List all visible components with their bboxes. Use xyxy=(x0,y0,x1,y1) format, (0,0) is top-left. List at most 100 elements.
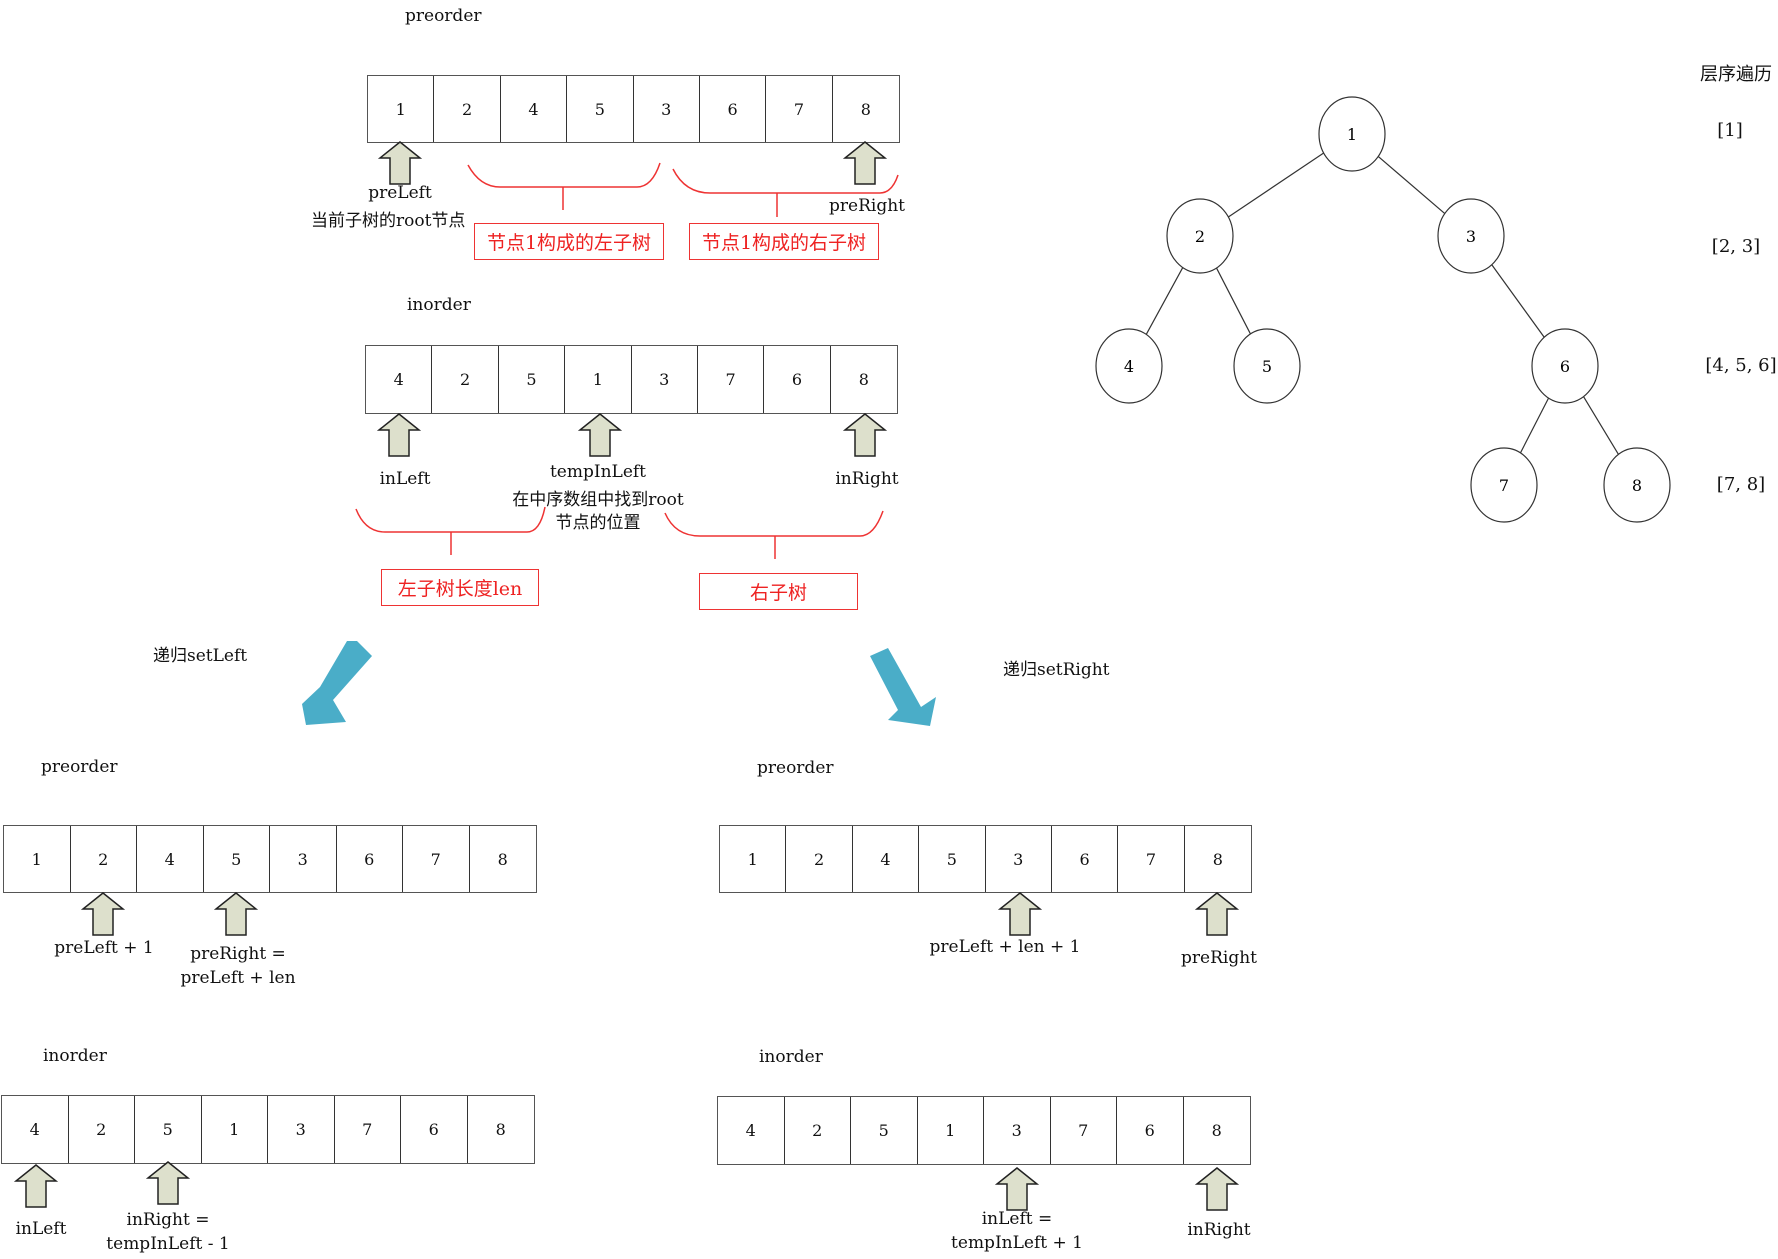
left-inleft-pointer-icon xyxy=(13,1164,59,1208)
top-inorder-title: inorder xyxy=(407,295,471,315)
array-cell: 6 xyxy=(700,76,767,142)
array-cell: 2 xyxy=(785,1097,851,1164)
inleft-pointer-icon xyxy=(376,413,422,457)
preleft-label: preLeft xyxy=(368,183,432,203)
preleft-pointer-icon xyxy=(377,141,423,185)
left-inright-label-2: tempInLeft - 1 xyxy=(106,1234,230,1254)
array-cell: 7 xyxy=(1051,1097,1117,1164)
array-cell: 8 xyxy=(495,1120,506,1139)
left-subtree-bracket xyxy=(467,162,661,188)
recurse-setright-label: 递归setRight xyxy=(1003,660,1110,680)
tree-node xyxy=(1470,447,1538,523)
array-cell: 5 xyxy=(499,346,566,413)
right-inright-pointer-icon xyxy=(1194,1167,1240,1211)
right-ptr2-pointer-icon xyxy=(1194,892,1240,936)
tree-edge xyxy=(1581,393,1621,458)
array-cell: 2 xyxy=(69,1096,135,1163)
left-preorder-title: preorder xyxy=(41,757,118,777)
array-cell: 3 xyxy=(634,76,700,142)
array-cell: 8 xyxy=(497,849,508,869)
array-cell: 3 xyxy=(986,826,1052,892)
recurse-setleft-label: 递归setLeft xyxy=(153,646,248,666)
right-ptr1-pointer-icon xyxy=(997,892,1043,936)
tree-node xyxy=(1095,328,1163,404)
left-inright-label-1: inRight = xyxy=(126,1210,210,1230)
left-inorder-title: inorder xyxy=(43,1046,107,1066)
tree-edge xyxy=(1518,395,1551,456)
array-cell: 2 xyxy=(434,76,501,142)
level-2: [4, 5, 6] xyxy=(1705,355,1777,376)
tree-node-label: 5 xyxy=(1262,357,1272,376)
array-cell: 6 xyxy=(764,346,831,413)
array-cell: 3 xyxy=(268,1096,335,1163)
level-0: [1] xyxy=(1717,120,1743,141)
left-length-box: 左子树长度len xyxy=(381,569,539,606)
array-cell: 1 xyxy=(565,346,632,413)
array-cell: 3 xyxy=(270,826,337,892)
tree-edge xyxy=(1214,265,1253,337)
left-ptr1-pointer-icon xyxy=(80,892,126,936)
tree-node-label: 6 xyxy=(1560,357,1570,376)
tempinleft-note-1: 在中序数组中找到root xyxy=(512,490,684,510)
left-ptr2-label-2: preLeft + len xyxy=(180,968,296,988)
tree-node-label: 3 xyxy=(1466,227,1476,246)
array-cell: 2 xyxy=(786,826,853,892)
right-subtree-box: 节点1构成的右子树 xyxy=(689,223,879,260)
recurse-left-flow-arrow xyxy=(302,641,372,725)
array-cell: 7 xyxy=(1118,826,1185,892)
inright-pointer-icon xyxy=(842,413,888,457)
right-subtree-bracket-2 xyxy=(664,510,884,537)
array-cell: 4 xyxy=(366,346,433,413)
array-cell: 5 xyxy=(567,76,634,142)
array-cell: 3 xyxy=(632,346,698,413)
right-preorder-title: preorder xyxy=(757,758,834,778)
array-cell: 7 xyxy=(335,1096,401,1163)
right-inleft-label-1: inLeft = xyxy=(981,1209,1053,1229)
left-inleft-label: inLeft xyxy=(15,1219,67,1239)
tree-edge xyxy=(1376,155,1447,215)
right-ptr1-label: preLeft + len + 1 xyxy=(929,937,1081,957)
array-cell: 6 xyxy=(337,826,403,892)
left-ptr2-label-1: preRight = xyxy=(190,944,286,964)
right-inorder-title: inorder xyxy=(759,1047,823,1067)
tempinleft-pointer-icon xyxy=(577,413,623,457)
array-cell: 5 xyxy=(135,1096,202,1163)
array-cell: 1 xyxy=(4,826,71,892)
left-inright-pointer-icon xyxy=(145,1161,191,1205)
array-cell: 4 xyxy=(718,1097,785,1164)
inleft-label: inLeft xyxy=(379,469,431,489)
array-cell: 7 xyxy=(698,346,765,413)
array-cell: 8 xyxy=(860,99,871,119)
tree-node-label: 2 xyxy=(1195,227,1205,246)
tree-node-label: 8 xyxy=(1632,476,1642,495)
tree-node xyxy=(1603,447,1671,523)
tree-edge xyxy=(1227,151,1325,219)
level-1: [2, 3] xyxy=(1711,236,1761,257)
array-cell: 1 xyxy=(918,1097,984,1164)
array-cell: 1 xyxy=(368,76,435,142)
recurse-right-flow-arrow xyxy=(870,648,936,726)
inright-label: inRight xyxy=(835,469,899,489)
preright-pointer-icon xyxy=(842,141,888,185)
top-preorder-title: preorder xyxy=(405,6,482,26)
root-note: 当前子树的root节点 xyxy=(311,211,466,231)
level-3: [7, 8] xyxy=(1716,474,1766,495)
array-cell: 4 xyxy=(501,76,568,142)
tree-node xyxy=(1437,198,1505,274)
tree-edge xyxy=(1489,262,1547,340)
tree-node-label: 7 xyxy=(1499,476,1509,495)
array-cell: 7 xyxy=(766,76,833,142)
left-ptr1-label: preLeft + 1 xyxy=(54,938,154,958)
left-length-bracket xyxy=(355,506,546,533)
array-cell: 1 xyxy=(720,826,787,892)
array-cell: 2 xyxy=(71,826,137,892)
array-cell: 5 xyxy=(919,826,986,892)
array-cell: 1 xyxy=(202,1096,268,1163)
array-cell: 4 xyxy=(853,826,920,892)
right-subtree-bracket xyxy=(672,168,899,194)
right-inright-label: inRight xyxy=(1187,1220,1251,1240)
